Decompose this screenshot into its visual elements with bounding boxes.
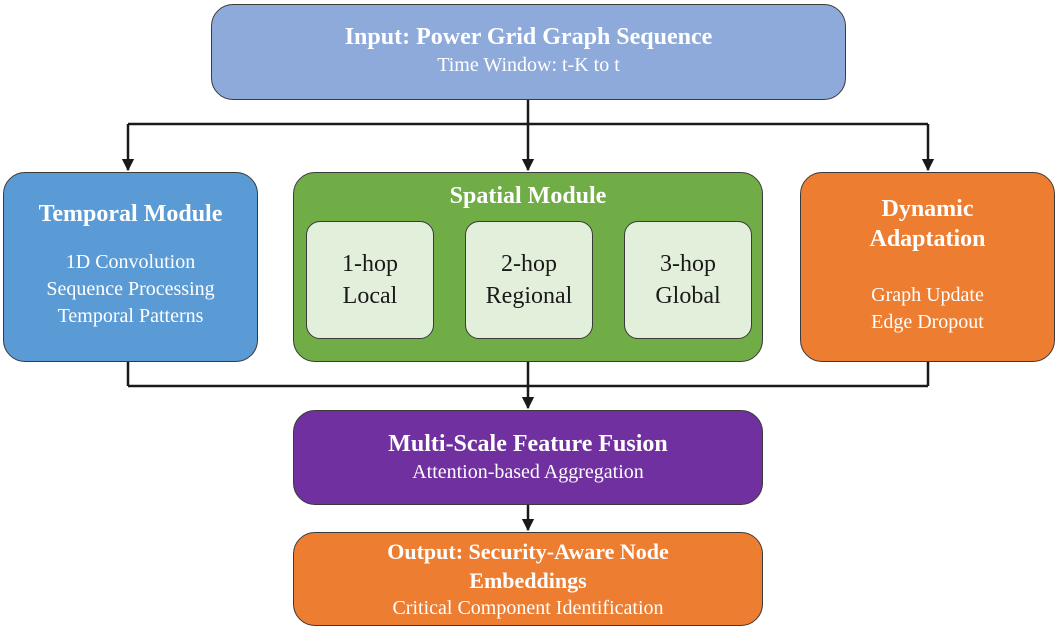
fusion-box: Multi-Scale Feature Fusion Attention-bas… [293, 410, 763, 505]
spatial-title: Spatial Module [449, 183, 607, 209]
dynamic-line: Edge Dropout [871, 311, 984, 333]
output-title-line2: Embeddings [469, 568, 587, 593]
temporal-line: Temporal Patterns [57, 305, 204, 327]
hop-scope: Local [342, 283, 398, 309]
dynamic-title: Dynamic Adaptation [801, 194, 1054, 254]
input-title: Input: Power Grid Graph Sequence [344, 24, 713, 50]
hop-3-box: 3-hop Global [624, 221, 752, 339]
input-subtitle: Time Window: t-K to t [437, 54, 620, 76]
dynamic-title-line1: Dynamic [881, 196, 974, 222]
hop-label: 2-hop [501, 251, 557, 277]
temporal-title: Temporal Module [38, 201, 223, 227]
fusion-subtitle: Attention-based Aggregation [412, 461, 644, 483]
hop-label: 1-hop [342, 251, 398, 277]
temporal-module-box: Temporal Module 1D Convolution Sequence … [3, 172, 258, 362]
dynamic-adaptation-box: Dynamic Adaptation Graph Update Edge Dro… [800, 172, 1055, 362]
hop-2-box: 2-hop Regional [465, 221, 593, 339]
output-title-line1: Output: Security-Aware Node [387, 539, 669, 564]
dynamic-title-line2: Adaptation [869, 226, 986, 252]
temporal-line: Sequence Processing [46, 278, 215, 300]
hop-1-box: 1-hop Local [306, 221, 434, 339]
spatial-module-box: Spatial Module 1-hop Local 2-hop Regiona… [293, 172, 763, 362]
hop-scope: Global [655, 283, 721, 309]
hop-label: 3-hop [660, 251, 716, 277]
dynamic-line: Graph Update [871, 284, 984, 306]
temporal-line: 1D Convolution [65, 251, 196, 273]
input-box: Input: Power Grid Graph Sequence Time Wi… [211, 4, 846, 100]
fusion-title: Multi-Scale Feature Fusion [388, 431, 668, 457]
output-subtitle: Critical Component Identification [392, 597, 664, 619]
hop-scope: Regional [485, 283, 573, 309]
output-box: Output: Security-Aware Node Embeddings C… [293, 532, 763, 626]
